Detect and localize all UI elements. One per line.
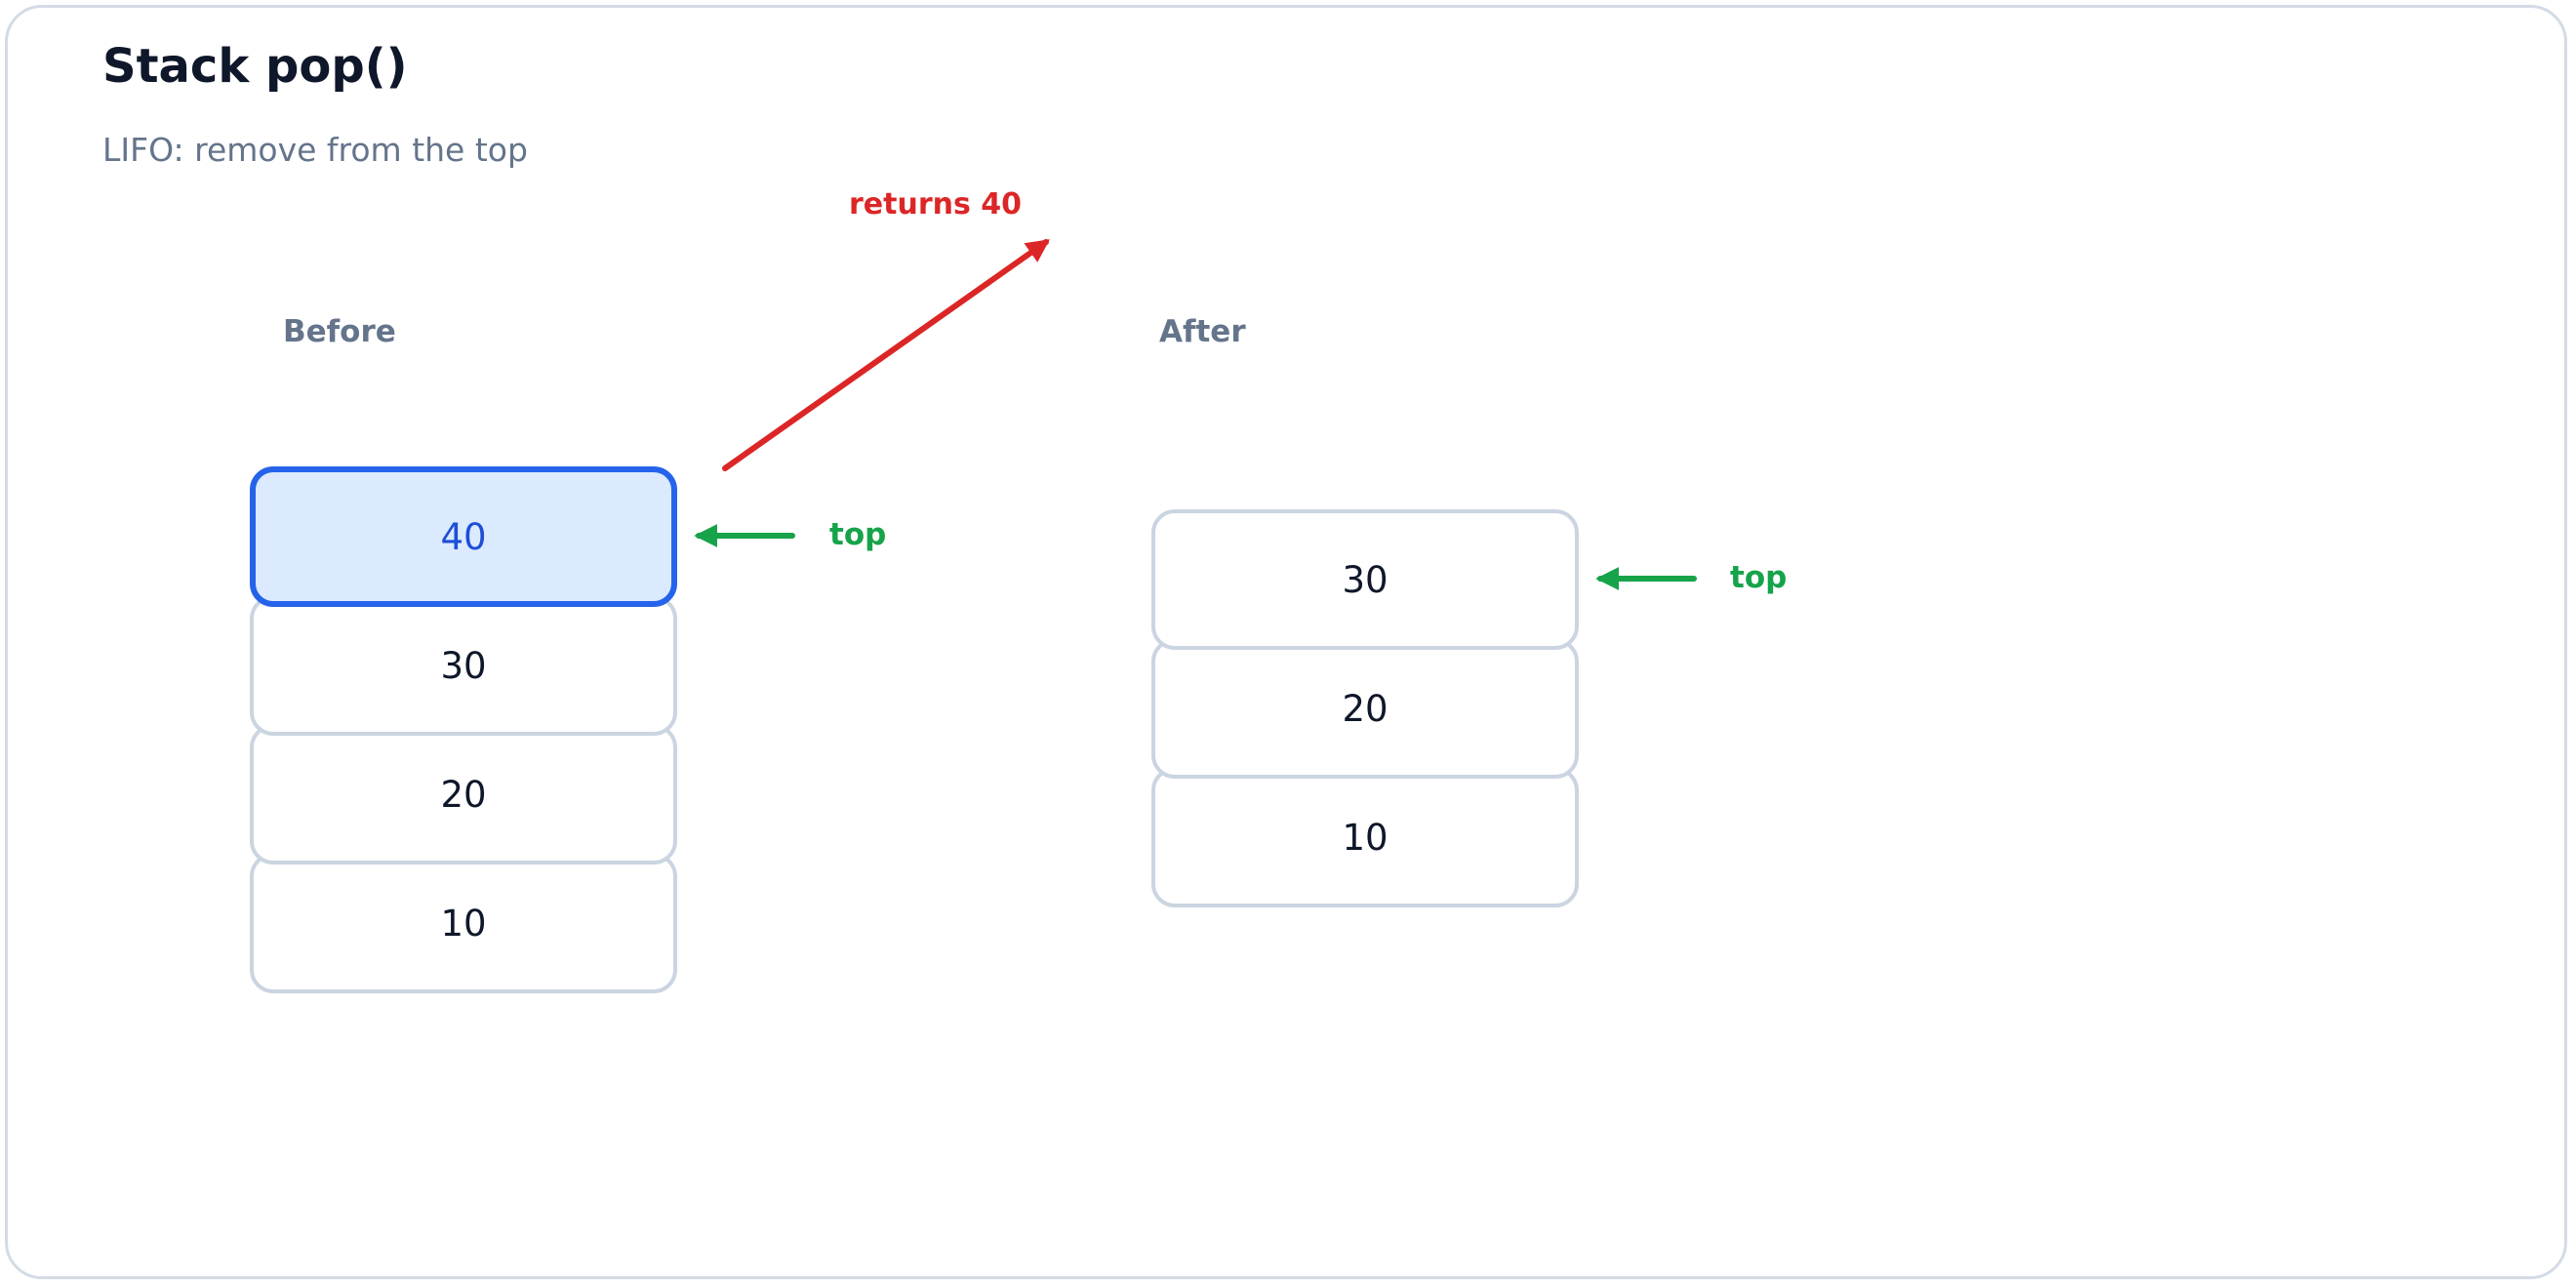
returns-label: returns 40 bbox=[849, 187, 1023, 221]
popped-stack-item: 40 bbox=[250, 466, 677, 607]
after-stack-item: 10 bbox=[1151, 767, 1579, 907]
after-label: After bbox=[1159, 314, 1246, 349]
before-stack-item: 10 bbox=[250, 853, 677, 993]
before-stack-item: 20 bbox=[250, 724, 677, 865]
diagram-subtitle: LIFO: remove from the top bbox=[102, 131, 528, 169]
after-stack-item: 30 bbox=[1151, 509, 1579, 650]
diagram-title: Stack pop() bbox=[102, 39, 408, 94]
before-label: Before bbox=[283, 314, 396, 349]
before-top-label: top bbox=[829, 517, 887, 552]
after-stack-item: 20 bbox=[1151, 638, 1579, 779]
before-stack-item: 30 bbox=[250, 595, 677, 736]
after-top-label: top bbox=[1730, 560, 1788, 595]
